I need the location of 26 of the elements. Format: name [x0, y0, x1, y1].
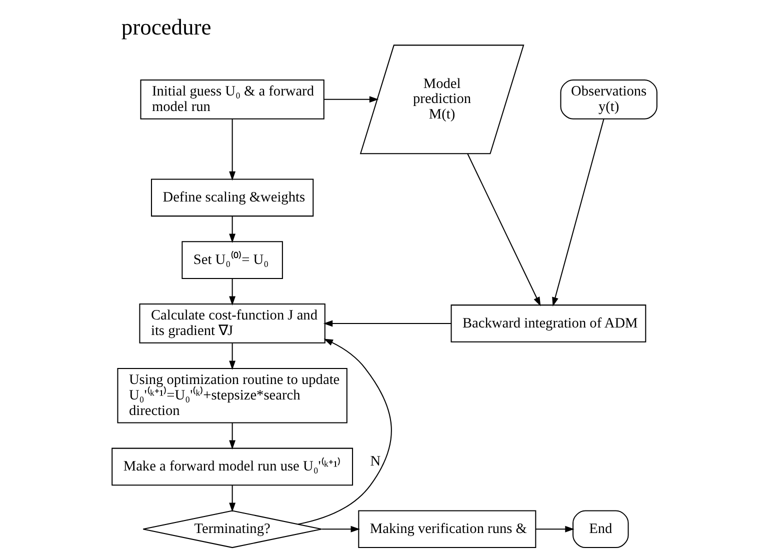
node-box: Using optimization routine to update U₀'⁽ᵏ⁺¹⁾=U₀'⁽ᵏ⁾+stepsize*search direction [116, 368, 347, 424]
diagram-title: procedure [120, 14, 211, 40]
arrow [552, 118, 604, 307]
node-box: Initial guess U₀ & a forward model run [140, 79, 324, 120]
arrow [324, 96, 378, 103]
arrow [228, 216, 236, 243]
node-box: Backward integration of ADM [450, 304, 646, 342]
arrow [321, 526, 360, 532]
node-box: End [572, 510, 628, 548]
arrow [297, 338, 392, 525]
node-box: Set U₀⁽⁰⁾= U₀ [181, 241, 282, 279]
arrow [228, 422, 236, 450]
arrow [228, 278, 236, 306]
arrow [228, 485, 236, 512]
node-box: Make a forward model run use U₀'⁽ᵏ⁺¹⁾ [111, 448, 353, 486]
node-box: Calculate cost-function J and its gradient ∇J [138, 304, 325, 344]
arrow [322, 320, 451, 327]
node-diamond: Terminating? [142, 510, 322, 548]
arrow [466, 154, 540, 306]
arrow [228, 118, 236, 181]
edge-label: N [370, 453, 380, 470]
node-box: Observations y(t) [560, 79, 657, 120]
node-box: Define scaling &weights [150, 178, 314, 217]
arrow [535, 526, 574, 532]
node-box: Making verification runs & [358, 510, 536, 548]
arrow [228, 343, 236, 370]
